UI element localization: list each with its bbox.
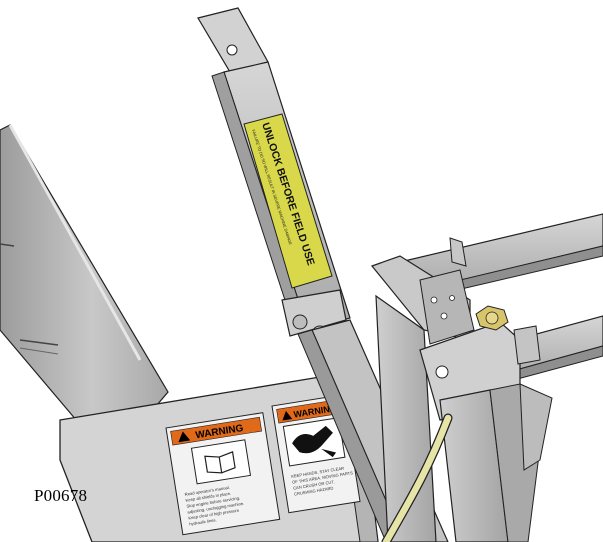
gold-bolt (475, 305, 509, 331)
svg-text:hydraulic lines.: hydraulic lines. (189, 517, 217, 526)
svg-text:CRUSHING HAZARD: CRUSHING HAZARD (294, 485, 334, 496)
mount-bracket (370, 255, 553, 542)
bracket-pivot-hole (435, 365, 449, 379)
hydraulic-hose (381, 413, 453, 542)
hand-pinch-icon (282, 417, 346, 467)
lock-bar-top-hole (226, 44, 238, 56)
figure-id-label: P00678 (34, 486, 88, 505)
svg-text:CAN CRUSH OR CUT.: CAN CRUSH OR CUT. (293, 479, 335, 490)
warning-decal-left: WARNING Read operator's manual. Keep all… (165, 412, 281, 536)
manual-book-icon (190, 439, 252, 485)
